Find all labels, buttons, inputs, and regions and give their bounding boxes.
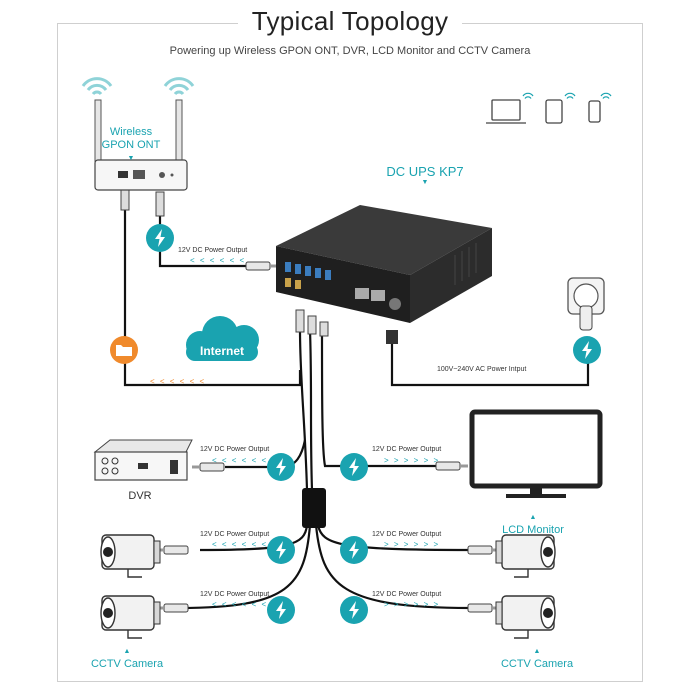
internet-arrows: < < < < < <	[150, 377, 206, 386]
dvr-device	[93, 439, 193, 481]
ont-power-label: 12V DC Power Output	[178, 247, 248, 254]
bolt-icon	[340, 453, 368, 481]
page-title: Typical Topology	[0, 6, 700, 37]
tablet-icon	[545, 99, 563, 124]
lcd-arrows: > > > > > >	[384, 456, 440, 465]
bolt-icon	[573, 336, 601, 364]
cctv-left-label: ▲ CCTV Camera	[90, 648, 164, 670]
cam3-power-label: 12V DC Power Output	[200, 591, 270, 598]
cam1-power-label: 12V DC Power Output	[200, 531, 270, 538]
ac-input-label: 100V~240V AC Power Intput	[437, 366, 527, 373]
splitter-box	[302, 488, 326, 528]
folder-icon	[110, 336, 138, 364]
lcd-label: ▲ LCD Monitor	[502, 514, 564, 536]
dvr-power-label: 12V DC Power Output	[200, 446, 270, 453]
cctv-camera-right-top	[495, 534, 556, 578]
cam1-arrows: < < < < < <	[212, 540, 268, 549]
page-subtitle: Powering up Wireless GPON ONT, DVR, LCD …	[169, 45, 531, 57]
internet-label: Internet	[199, 344, 244, 358]
wifi-icon	[163, 77, 195, 96]
dvr-arrows: < < < < < <	[212, 456, 268, 465]
wifi-icon	[81, 77, 113, 96]
ups-label: DC UPS KP7 ▼	[386, 164, 464, 186]
cctv-camera-left-top	[100, 534, 161, 578]
ont-arrows: < < < < < <	[190, 256, 246, 265]
bolt-icon	[340, 596, 368, 624]
cctv-right-label: ▲ CCTV Camera	[500, 648, 574, 670]
cam2-power-label: 12V DC Power Output	[372, 531, 442, 538]
dc-ups-device	[276, 205, 492, 323]
bolt-icon	[340, 536, 368, 564]
wall-socket	[567, 277, 605, 331]
cam2-arrows: > > > > > >	[384, 540, 440, 549]
bolt-icon	[267, 536, 295, 564]
cam4-power-label: 12V DC Power Output	[372, 591, 442, 598]
dvr-label: DVR	[128, 490, 152, 502]
ont-label: Wireless GPON ONT ▼	[101, 126, 161, 162]
cam3-arrows: < < < < < <	[212, 600, 268, 609]
lcd-monitor	[469, 409, 603, 498]
cam4-arrows: > > > > > >	[384, 600, 440, 609]
cctv-camera-left-bottom	[100, 595, 161, 639]
bolt-icon	[267, 453, 295, 481]
client-devices	[486, 99, 601, 124]
phone-icon	[588, 100, 601, 123]
bolt-icon	[146, 224, 174, 252]
laptop-icon	[491, 99, 521, 121]
lcd-power-label: 12V DC Power Output	[372, 446, 442, 453]
ont-router	[94, 99, 188, 191]
bolt-icon	[267, 596, 295, 624]
cctv-camera-right-bottom	[495, 595, 556, 639]
cloud-icon	[186, 316, 259, 361]
